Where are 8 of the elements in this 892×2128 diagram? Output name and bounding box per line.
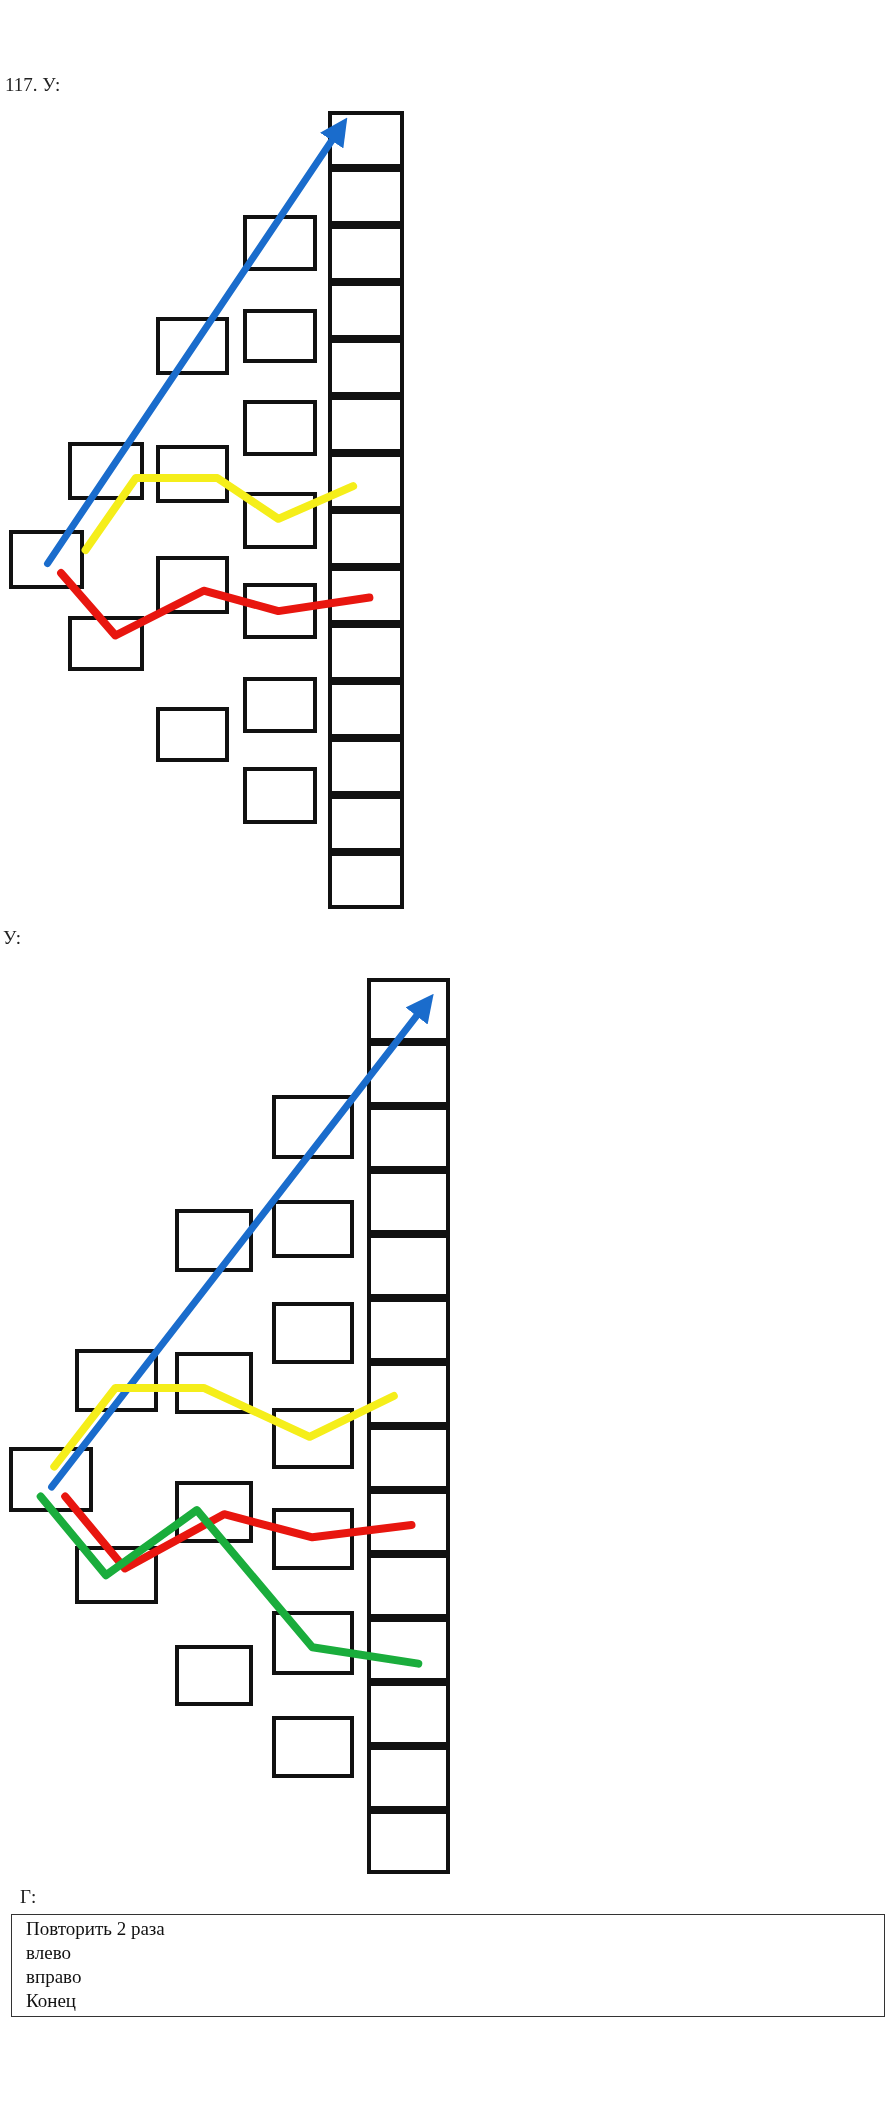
program-line: влево: [26, 1941, 71, 1965]
task-label: Г:: [20, 1886, 37, 1908]
program-line: Конец: [26, 1989, 76, 2013]
program-box: [11, 1914, 885, 2017]
task-label: У:: [3, 927, 21, 949]
program-line: Повторить 2 раза: [26, 1917, 165, 1941]
task-label: 117. У:: [5, 74, 61, 96]
program-line: вправо: [26, 1965, 82, 1989]
